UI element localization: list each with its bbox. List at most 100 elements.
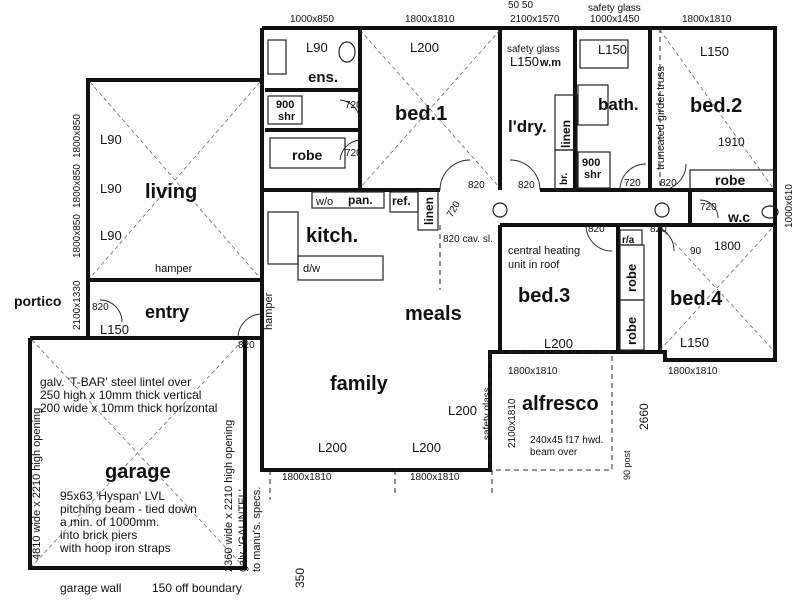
lvl-note-4: into brick piers: [60, 528, 137, 542]
dim-top-1000x1450: 1000x1450: [590, 14, 640, 25]
central-heating-1: central heating: [508, 245, 580, 257]
door-820-bed2: 820: [660, 178, 677, 189]
dim-left-2100x1330: 2100x1330: [72, 280, 83, 330]
hamper-living: hamper: [155, 263, 193, 275]
room-bed3: bed.3: [518, 285, 570, 307]
linen-ldry: linen: [559, 120, 573, 148]
beam-note-2: beam over: [530, 447, 578, 458]
dim-1910: 1910: [718, 135, 745, 149]
door-820-hall-d: 820: [650, 224, 667, 235]
door-820-hall-b: 820: [518, 180, 535, 191]
dim-top-safety-glass: safety glass: [588, 3, 641, 14]
shr-bath-900: 900: [582, 157, 600, 169]
room-labels: bed.1 bed.2 bed.3 bed.4 living kitch. me…: [14, 69, 750, 483]
door-720-ens: 720: [345, 100, 362, 111]
dim-top-1000x850: 1000x850: [290, 14, 334, 25]
lvl-note-1: 95x63 'Hyspan' LVL: [60, 489, 165, 503]
door-swings: [99, 99, 719, 339]
lintel-l200-family-b: L200: [412, 440, 441, 455]
dim-top-50: 50 50: [508, 0, 533, 11]
dim-90: 90: [690, 246, 702, 257]
door-820-cav: 820 cav. sl.: [443, 234, 493, 245]
lvl-note-5: with hoop iron straps: [59, 541, 171, 555]
lintel-l90-living-a: L90: [100, 132, 122, 147]
dim-left-1800x850-b: 1800x850: [72, 164, 83, 208]
dim-2660: 2660: [637, 403, 651, 430]
linen-hall: linen: [422, 197, 436, 225]
room-living: living: [145, 181, 197, 203]
fixture-labels: robe robe robe robe linen linen pan. ref…: [155, 57, 746, 345]
door-820-entry: 820: [238, 340, 255, 351]
wo-label: w/o: [315, 196, 333, 208]
central-heating-2: unit in roof: [508, 259, 560, 271]
dim-1800: 1800: [714, 239, 741, 253]
lintel-l150-ldry: L150: [510, 54, 539, 69]
lvl-note-3: a min. of 1000mm.: [60, 515, 159, 529]
shr-ens-label: shr: [278, 111, 296, 123]
dim-top-1800x1810-a: 1800x1810: [405, 14, 455, 25]
beam-note-1: 240x45 f17 hwd.: [530, 435, 603, 446]
room-kitch: kitch.: [306, 225, 358, 247]
opening-right-3: to manu's. specs.: [251, 487, 263, 572]
pan-label: pan.: [348, 193, 373, 207]
room-entry: entry: [145, 302, 189, 322]
dim-top-1800x1810-b: 1800x1810: [682, 14, 732, 25]
wm-label: w.m: [539, 57, 561, 69]
room-meals: meals: [405, 303, 462, 325]
fixtures: [267, 39, 779, 351]
safety-glass-alfresco: safety glass: [482, 387, 493, 440]
lintel-l200-bed3: L200: [544, 336, 573, 351]
boundary-note: 150 off boundary: [152, 581, 242, 595]
dimension-labels: 50 50 1000x850 1800x1810 2100x1570 safet…: [72, 0, 795, 588]
dim-alfresco-2100x1810: 2100x1810: [507, 398, 518, 448]
hamper-entry: hamper: [263, 292, 275, 330]
walls: [28, 26, 777, 570]
robe-bed1: robe: [292, 147, 323, 163]
door-720-linen: 720: [445, 199, 463, 219]
room-bed4: bed.4: [670, 288, 723, 310]
opening-right-2: galv. 'GALINTEL': [237, 489, 249, 572]
robe-bed3-top: robe: [624, 264, 639, 292]
shr-bath-label: shr: [584, 169, 602, 181]
door-720-wc: 720: [700, 202, 717, 213]
opening-left: 4810 wide x 2210 high opening: [31, 408, 43, 560]
room-wc: w.c: [727, 209, 750, 225]
br-label: br.: [559, 173, 570, 185]
dim-bottom-1800x1810-c: 1800x1810: [508, 366, 558, 377]
door-820-living: 820: [92, 302, 109, 313]
door-720-robe: 720: [345, 148, 362, 159]
tbar-note-1: galv. 'T-BAR' steel lintel over: [40, 375, 191, 389]
dim-right-1000x610: 1000x610: [784, 184, 795, 228]
lintel-l200-bed1: L200: [410, 40, 439, 55]
lintel-l150-entry: L150: [100, 322, 129, 337]
room-alfresco: alfresco: [522, 393, 599, 415]
tbar-note-3: 200 wide x 10mm thick horizontal: [40, 401, 217, 415]
room-bed1: bed.1: [395, 103, 447, 125]
lintel-l90-ens: L90: [306, 40, 328, 55]
dim-bottom-1800x1810-d: 1800x1810: [668, 366, 718, 377]
post-note: 90 post: [622, 450, 632, 480]
lintel-l200-family-a: L200: [318, 440, 347, 455]
dim-left-1800x850-a: 1800x850: [72, 114, 83, 158]
ref-label: ref.: [392, 194, 411, 208]
lintel-l150-bed4: L150: [680, 335, 709, 350]
dim-bottom-1800x1810-a: 1800x1810: [282, 472, 332, 483]
lintel-l150-bath: L150: [598, 42, 627, 57]
door-720-bath: 720: [624, 178, 641, 189]
room-portico: portico: [14, 293, 61, 309]
lvl-note-2: pitching beam - tied down: [60, 502, 197, 516]
room-ens: ens.: [308, 69, 338, 86]
dw-label: d/w: [303, 263, 320, 275]
door-820-hall-c: 820: [588, 224, 605, 235]
lintel-l150-bed2: L150: [700, 44, 729, 59]
dim-top-2100x1570: 2100x1570: [510, 14, 560, 25]
dim-left-1800x850-c: 1800x850: [72, 214, 83, 258]
room-garage: garage: [105, 461, 171, 483]
door-820-hall-a: 820: [468, 180, 485, 191]
dim-350: 350: [293, 568, 307, 588]
notes: safety glass safety glass central heatin…: [31, 44, 667, 595]
tbar-note-2: 250 high x 10mm thick vertical: [40, 388, 201, 402]
robe-bed3-bottom: robe: [624, 317, 639, 345]
room-bed2: bed.2: [690, 95, 742, 117]
